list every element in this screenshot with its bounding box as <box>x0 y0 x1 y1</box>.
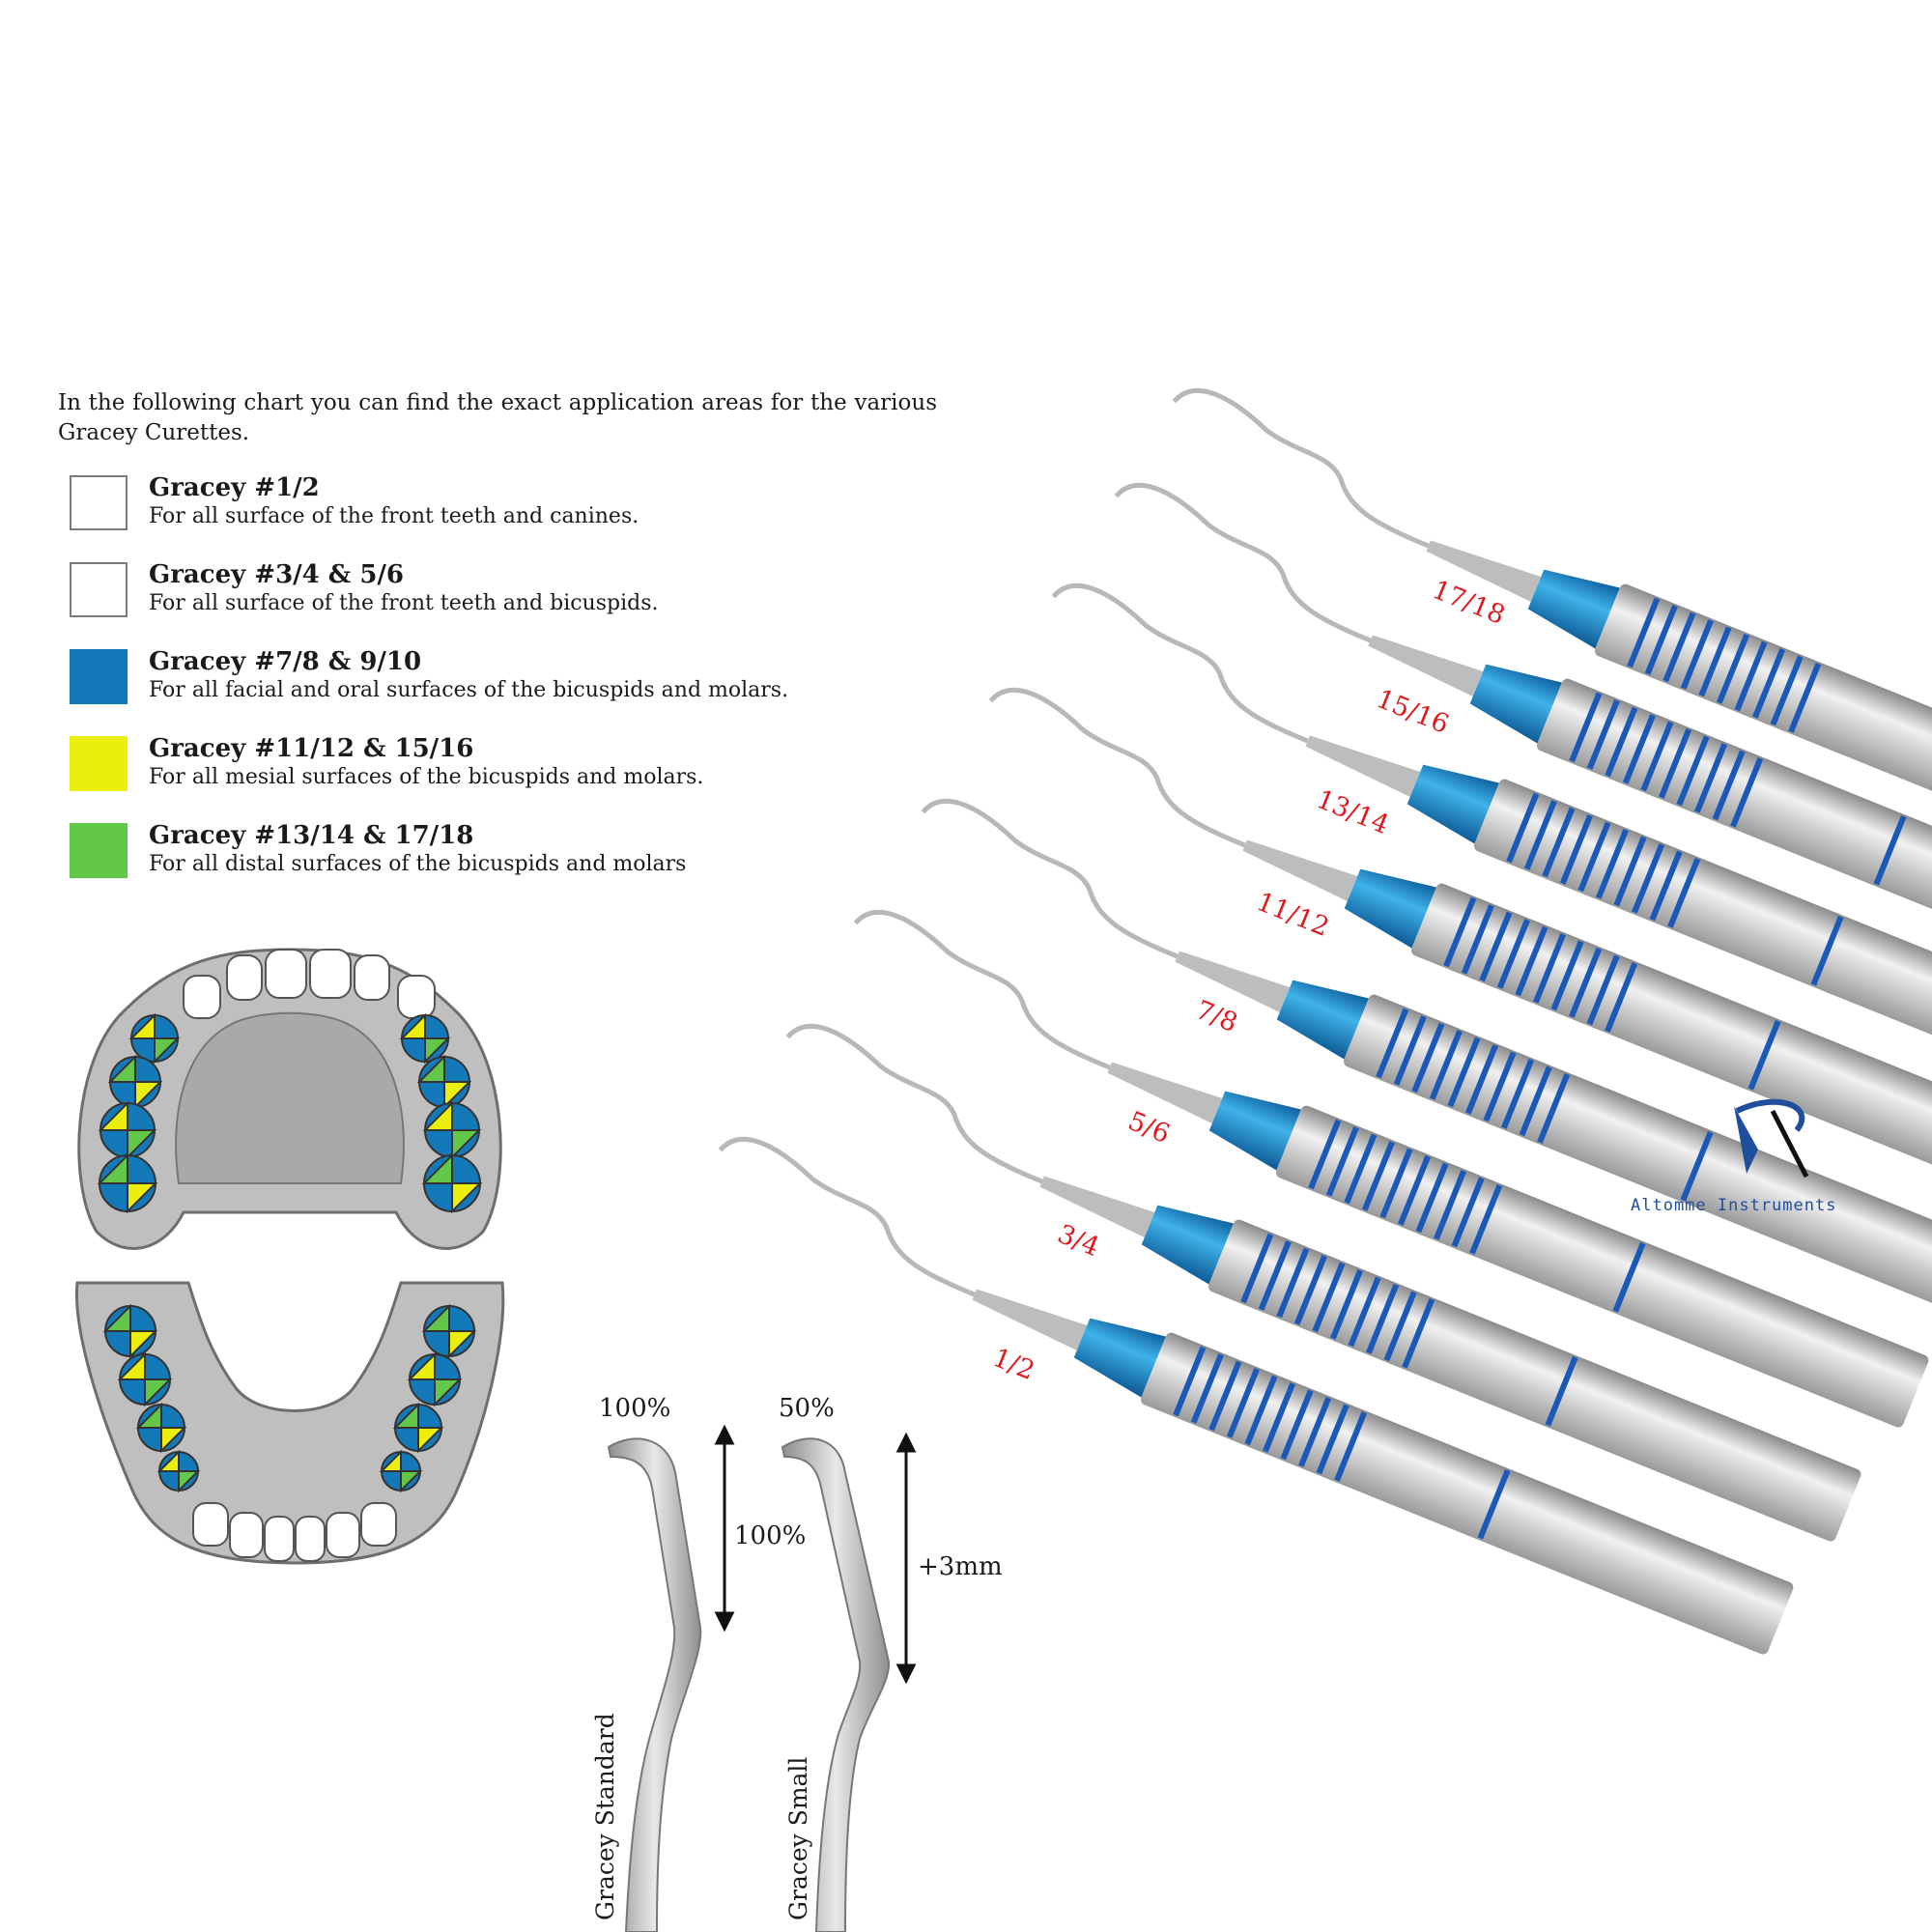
legend-item: Gracey #1/2 For all surface of the front… <box>70 473 939 560</box>
legend: Gracey #1/2 For all surface of the front… <box>70 473 939 908</box>
brand-logo-icon <box>1734 1098 1809 1179</box>
legend-item: Gracey #13/14 & 17/18 For all distal sur… <box>70 821 939 908</box>
small-length-label: +3mm <box>918 1552 1003 1581</box>
swatch-white <box>70 562 128 617</box>
standard-top-label: 100% <box>599 1394 671 1423</box>
legend-title: Gracey #1/2 <box>149 473 320 502</box>
lower-jaw-illustration <box>74 1281 505 1565</box>
swatch-white <box>70 475 128 530</box>
upper-jaw-illustration <box>77 948 502 1250</box>
legend-item: Gracey #3/4 & 5/6 For all surface of the… <box>70 560 939 647</box>
legend-desc: For all surface of the front teeth and b… <box>149 591 659 615</box>
legend-desc: For all distal surfaces of the bicuspids… <box>149 852 687 876</box>
intro-text: In the following chart you can find the … <box>58 390 937 445</box>
standard-length-label: 100% <box>734 1521 807 1550</box>
swatch-yellow <box>70 736 128 791</box>
legend-item: Gracey #7/8 & 9/10 For all facial and or… <box>70 647 939 734</box>
small-top-label: 50% <box>779 1394 835 1423</box>
legend-title: Gracey #7/8 & 9/10 <box>149 647 422 676</box>
legend-desc: For all surface of the front teeth and c… <box>149 504 639 528</box>
legend-title: Gracey #3/4 & 5/6 <box>149 560 404 589</box>
legend-item: Gracey #11/12 & 15/16 For all mesial sur… <box>70 734 939 821</box>
legend-desc: For all mesial surfaces of the bicuspids… <box>149 765 704 789</box>
brand-name: Altomme Instruments <box>1631 1196 1837 1215</box>
swatch-green <box>70 823 128 878</box>
legend-desc: For all facial and oral surfaces of the … <box>149 678 789 702</box>
legend-title: Gracey #13/14 & 17/18 <box>149 821 474 850</box>
legend-title: Gracey #11/12 & 15/16 <box>149 734 474 763</box>
swatch-blue <box>70 649 128 704</box>
